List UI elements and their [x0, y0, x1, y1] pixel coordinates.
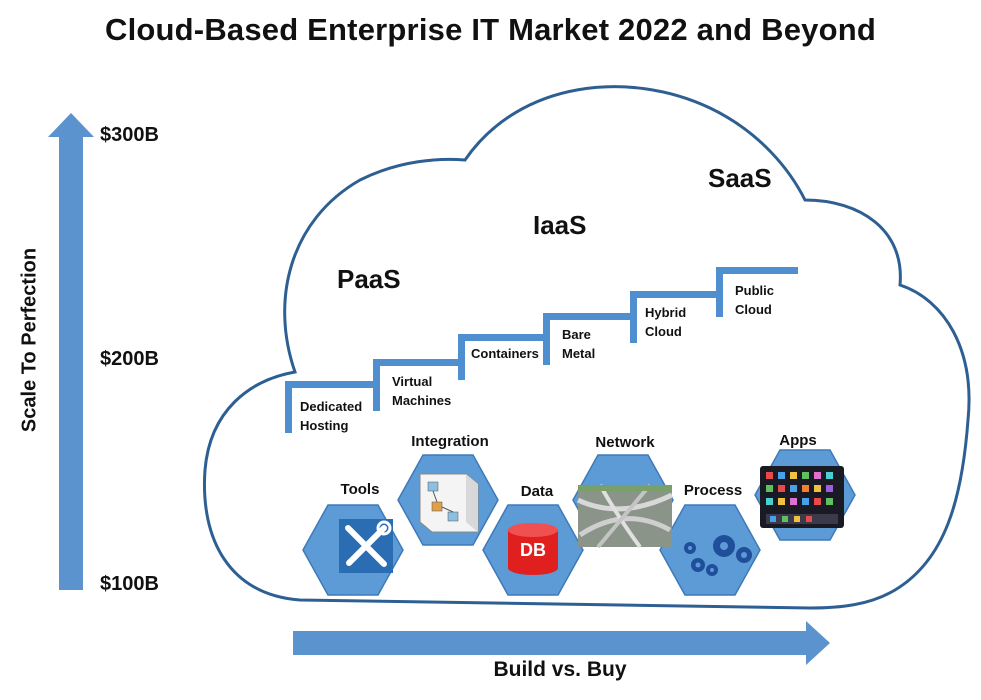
database-icon	[508, 523, 558, 575]
gears-icon	[684, 535, 752, 576]
step-label-public-cloud: Public Cloud	[735, 281, 774, 319]
category-paas: PaaS	[337, 264, 401, 294]
hex-label-process: Process	[683, 482, 743, 499]
highway-network-icon	[576, 483, 674, 549]
step-label-containers: Containers	[471, 344, 539, 363]
step-label-bare-metal: Bare Metal	[562, 325, 595, 363]
hexagon-process	[659, 504, 761, 596]
category-saas: SaaS	[708, 163, 772, 193]
y-tick-label: $100B	[100, 573, 159, 595]
step-label-line: Hybrid	[645, 305, 687, 320]
y-axis-title: Scale To Perfection	[18, 247, 41, 433]
y-tick-label: $200B	[100, 348, 159, 370]
category-iaas: IaaS	[533, 210, 587, 240]
hex-label-data: Data	[520, 483, 554, 500]
step-label-line: Public	[735, 283, 775, 298]
step-bracket	[630, 291, 718, 343]
staircase	[285, 267, 798, 433]
step-bracket	[543, 313, 631, 365]
step-label-dedicated-hosting: Dedicated Hosting	[300, 397, 362, 435]
step-label-virtual-machines: Virtual Machines	[392, 372, 451, 410]
step-label-line: Bare	[562, 327, 591, 342]
hex-label-tools: Tools	[340, 481, 380, 498]
vertical-arrow-icon	[48, 113, 94, 590]
database-icon-text: DB	[520, 540, 546, 560]
hex-label-integration: Integration	[411, 433, 489, 450]
integration-diagram-icon	[419, 473, 479, 533]
step-label-line: Containers	[471, 346, 539, 361]
step-label-line: Hosting	[300, 418, 349, 433]
tools-icon	[339, 519, 393, 573]
x-axis-title: Build vs. Buy	[493, 658, 627, 681]
step-label-hybrid-cloud: Hybrid Cloud	[645, 303, 686, 341]
page-title: Cloud-Based Enterprise IT Market 2022 an…	[104, 12, 877, 47]
step-label-line: Virtual	[392, 374, 433, 389]
step-bracket	[373, 359, 461, 411]
step-bracket	[458, 334, 546, 380]
step-label-line: Metal	[562, 346, 596, 361]
step-label-line: Cloud	[735, 302, 772, 317]
hex-label-apps: Apps	[779, 432, 817, 449]
y-tick-label: $300B	[100, 124, 159, 146]
step-label-line: Machines	[392, 393, 452, 408]
step-label-line: Cloud	[645, 324, 682, 339]
step-label-line: Dedicated	[300, 399, 363, 414]
step-bracket	[285, 381, 373, 433]
app-grid-icon	[760, 466, 844, 528]
horizontal-arrow-icon	[293, 621, 830, 665]
step-bracket	[716, 267, 798, 317]
hex-label-network: Network	[595, 434, 655, 451]
